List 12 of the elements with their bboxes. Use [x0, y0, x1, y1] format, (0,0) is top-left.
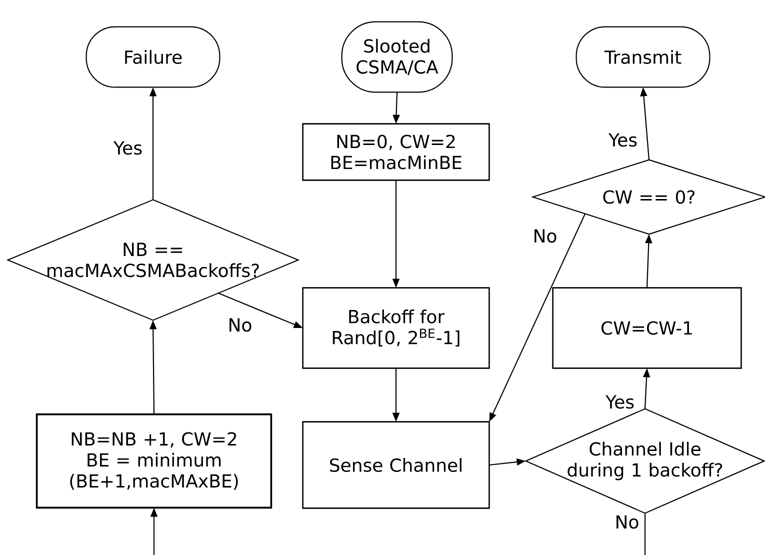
process-box: NB=0, CW=2 BE=macMinBE — [302, 123, 490, 181]
process-box: NB=NB +1, CW=2 BE = minimum (BE+1,macMAxBE) — [36, 413, 272, 509]
process-box: Sense Channel — [302, 421, 490, 509]
process-box: CW=CW-1 — [552, 287, 742, 369]
edge-label: No — [614, 514, 640, 530]
terminal-box: Transmit — [576, 26, 710, 88]
terminal-box: Failure — [86, 26, 220, 88]
terminal-box: Slooted CSMA/CA — [341, 21, 453, 93]
edge-label: Yes — [112, 140, 144, 156]
edge-label: Yes — [604, 394, 636, 410]
process-box: Backoff for Rand[0, 2$^{BE}$-1] — [302, 287, 490, 369]
edge-label: Yes — [607, 132, 639, 148]
